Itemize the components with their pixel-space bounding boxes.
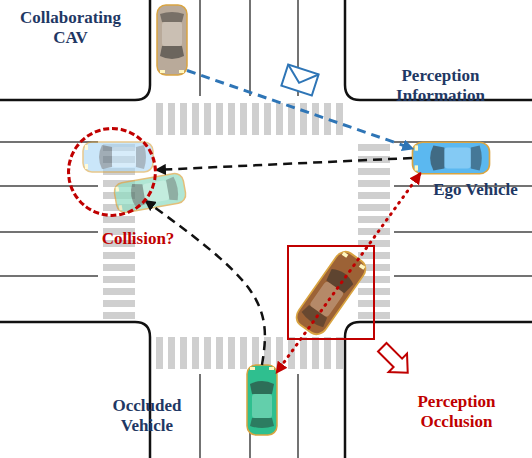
vehicle-label: Perception Occlusion [394, 392, 519, 431]
connector-arrow [187, 71, 412, 149]
vehicle-label-box: Occluded Vehicle [247, 365, 277, 435]
ghost-occluded-car [113, 172, 187, 214]
envelope-icon [281, 65, 318, 96]
hollow-arrow [373, 338, 417, 382]
collision-circle: Collision? [67, 127, 157, 217]
connector-arrow [157, 158, 412, 170]
ghost-ego-car [83, 142, 153, 172]
vehicle-label: Occluded Vehicle [92, 396, 202, 435]
vehicle-label: Collaborating CAV [8, 8, 133, 47]
vehicle-label-box: Ego Vehicle [412, 142, 490, 174]
occlusion-box: Perception Occlusion [287, 245, 375, 340]
edge-label: Perception Information [383, 66, 498, 105]
ego-car [413, 142, 490, 174]
connector-arrow [277, 174, 420, 372]
vehicle-label-box: Collaborating CAV [157, 3, 187, 78]
vehicle-label: Collision? [88, 229, 188, 249]
occluded-car [247, 365, 277, 435]
connector-arrow [146, 201, 265, 365]
collaborating-car [157, 5, 187, 75]
vehicle-label: Ego Vehicle [428, 180, 523, 200]
